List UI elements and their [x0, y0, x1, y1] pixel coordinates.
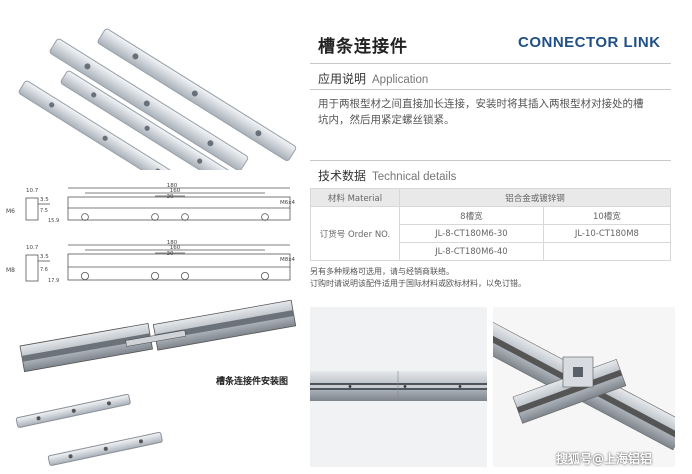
dim-h3: 7.6 [40, 267, 48, 273]
watermark: 搜狐号@上海铝铝 [556, 452, 653, 466]
dim-total: 180 [167, 183, 178, 189]
divider [310, 89, 671, 90]
dim-h1: 10.7 [26, 245, 39, 251]
divider [310, 63, 671, 64]
technical-heading-en: Technical details [372, 171, 457, 183]
page-title: 槽条连接件 [318, 37, 408, 57]
dim-h4: 17.9 [48, 278, 59, 284]
thread-label: M6 [6, 208, 15, 215]
order-cell: JL-8-CT180M6-30 [399, 224, 544, 243]
page-title-en: CONNECTOR LINK [518, 34, 661, 51]
dim-holes: 160 [170, 188, 181, 194]
application-text-line: 坑内，然后用紧定螺丝锁紧。 [318, 114, 455, 126]
col-10-header: 10槽宽 [542, 206, 672, 225]
order-cell: JL-8-CT180M6-40 [399, 242, 544, 261]
divider [310, 160, 671, 161]
table-row: 订货号 Order NO. 8槽宽 10槽宽 [310, 206, 672, 261]
technical-heading-cn: 技术数据 [318, 169, 367, 183]
application-text: 用于两根型材之间直接加长连接，安装时将其插入两根型材对接处的槽 坑内，然后用紧定… [318, 96, 673, 128]
order-label: 订货号 Order NO. [310, 206, 400, 261]
thread-label: M8 [6, 267, 15, 274]
dim-h3: 7.5 [40, 208, 48, 214]
technical-drawing-m8: 180 160 30 10.7 3.5 7.6 17.9 M8 M8x4 [6, 240, 295, 284]
screw-label: M6x4 [280, 200, 295, 206]
table-row: JL-8-CT180M6-40 [311, 242, 672, 261]
application-text-line: 用于两根型材之间直接加长连接，安装时将其插入两根型材对接处的槽 [318, 98, 644, 110]
table-row: 材料 Material 铝合金或镀锌钢 [310, 188, 671, 207]
technical-heading: 技术数据 Technical details [318, 167, 456, 184]
application-heading: 应用说明 Application [318, 70, 428, 87]
installation-caption: 槽条连接件安装图 [216, 377, 289, 387]
small-bars-photo [15, 393, 163, 466]
dim-total: 180 [167, 240, 178, 246]
dim-mid: 30 [167, 251, 174, 257]
connector-bar [60, 70, 233, 170]
dim-h2: 3.5 [40, 197, 49, 203]
dim-h1: 10.7 [26, 188, 39, 194]
note-line: 另有多种规格可选用，请与经销商联络。 [310, 267, 454, 276]
connector-bar [97, 28, 297, 162]
connector-bar [49, 38, 249, 170]
dim-holes: 160 [170, 245, 181, 251]
col-8-header: 8槽宽 [399, 206, 544, 225]
order-cell [542, 242, 672, 261]
installation-drawing [19, 299, 297, 373]
material-value: 铝合金或镀锌钢 [399, 188, 671, 207]
dim-h4: 15.9 [48, 218, 59, 224]
note-line: 订购时请说明该配件适用于国际材料或欧标材料，以免订错。 [310, 279, 526, 288]
connector-bar [18, 80, 191, 170]
material-label: 材料 Material [310, 188, 400, 207]
spec-table: 材料 Material 铝合金或镀锌钢 订货号 Order NO. 8槽宽 10… [310, 188, 672, 261]
technical-drawing-m6: 180 160 30 10.7 3.5 7.5 15.9 M6 M6x4 [6, 183, 295, 224]
application-heading-cn: 应用说明 [318, 72, 367, 86]
dim-mid: 30 [167, 194, 174, 200]
application-heading-en: Application [372, 74, 429, 86]
order-cell: JL-10-CT180M8 [542, 224, 672, 243]
profile-photo-straight [310, 307, 487, 467]
connector-bars-photo [18, 28, 297, 170]
screw-label: M8x4 [280, 257, 295, 263]
dim-h2: 3.5 [40, 254, 49, 260]
profile-photo-joint [493, 307, 675, 467]
